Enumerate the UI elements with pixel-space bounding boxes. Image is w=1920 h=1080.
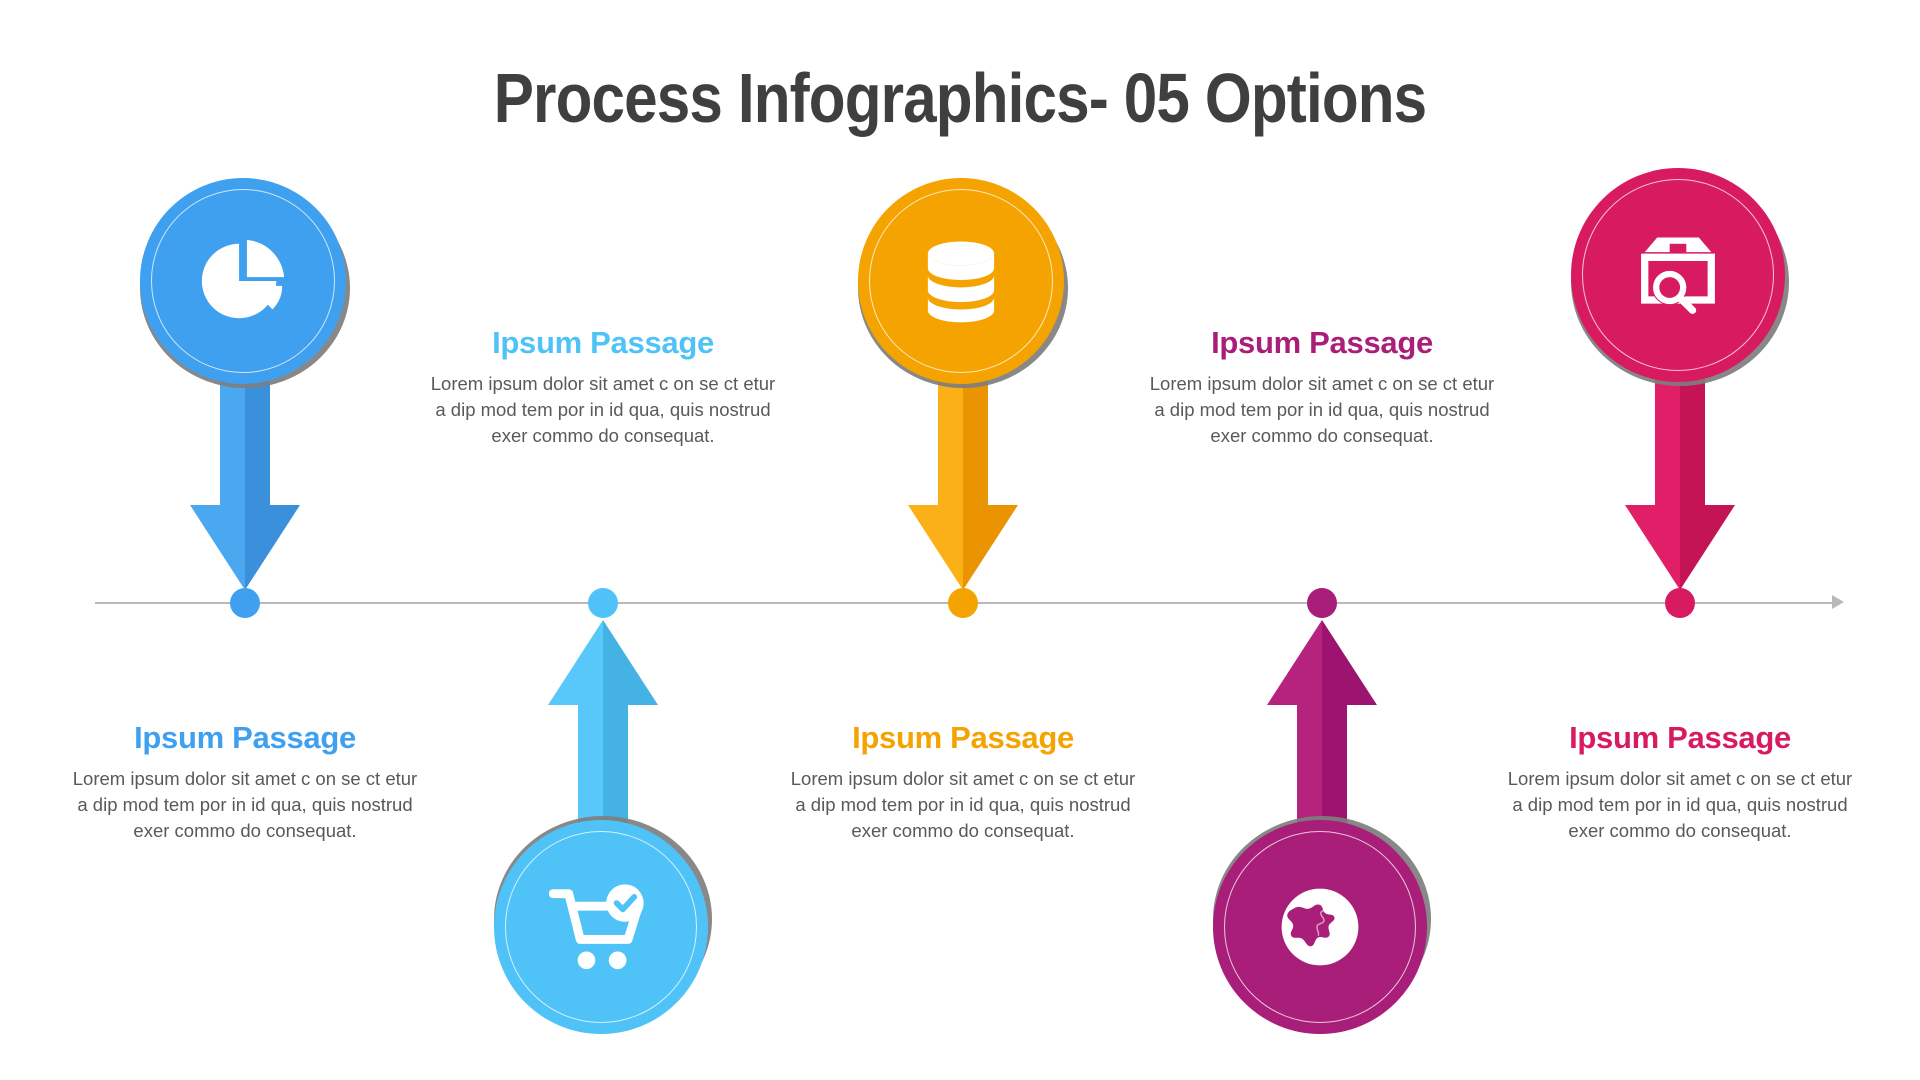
- step-2-badge[interactable]: [494, 816, 712, 1038]
- arrow-left-face: [1267, 620, 1322, 855]
- step-2-arrow-up: [542, 620, 664, 855]
- step-4-text-block: Ipsum Passage Lorem ipsum dolor sit amet…: [1147, 325, 1497, 449]
- badge-disc: [140, 178, 346, 384]
- badge-disc: [858, 178, 1064, 384]
- timeline-dot-3[interactable]: [948, 588, 978, 618]
- shopping-cart-check-icon: [549, 884, 644, 970]
- badge-disc: [494, 820, 708, 1034]
- page-title: Process Infographics- 05 Options: [493, 59, 1427, 137]
- timeline-dot-2[interactable]: [588, 588, 618, 618]
- step-4-heading: Ipsum Passage: [1211, 325, 1433, 360]
- step-5-badge[interactable]: [1571, 168, 1789, 390]
- step-3-badge[interactable]: [858, 178, 1068, 390]
- step-4-badge[interactable]: [1213, 816, 1431, 1038]
- timeline-dot-5[interactable]: [1665, 588, 1695, 618]
- step-1-body: Lorem ipsum dolor sit amet c on se ct et…: [72, 767, 418, 842]
- step-3-heading: Ipsum Passage: [852, 720, 1074, 755]
- step-2-text-block: Ipsum Passage Lorem ipsum dolor sit amet…: [428, 325, 778, 449]
- step-5-text-block: Ipsum Passage Lorem ipsum dolor sit amet…: [1505, 720, 1855, 844]
- step-3-body: Lorem ipsum dolor sit amet c on se ct et…: [790, 767, 1136, 842]
- step-5-body: Lorem ipsum dolor sit amet c on se ct et…: [1507, 767, 1853, 842]
- step-2-heading: Ipsum Passage: [492, 325, 714, 360]
- arrow-right-face: [1322, 620, 1377, 855]
- timeline-dot-1[interactable]: [230, 588, 260, 618]
- arrow-right-face: [603, 620, 658, 855]
- timeline-dot-4[interactable]: [1307, 588, 1337, 618]
- step-3-text-block: Ipsum Passage Lorem ipsum dolor sit amet…: [788, 720, 1138, 844]
- badge-disc: [1571, 168, 1785, 382]
- step-2-body: Lorem ipsum dolor sit amet c on se ct et…: [430, 372, 776, 447]
- pie-chart-icon: [201, 239, 285, 319]
- globe-icon: [1281, 888, 1359, 966]
- arrow-left-face: [548, 620, 603, 855]
- box-search-icon: [1641, 237, 1715, 314]
- database-icon: [927, 241, 995, 323]
- step-4-arrow-up: [1261, 620, 1383, 855]
- timeline-arrow-icon: [1832, 595, 1844, 609]
- step-1-text-block: Ipsum Passage Lorem ipsum dolor sit amet…: [70, 720, 420, 844]
- step-5-heading: Ipsum Passage: [1569, 720, 1791, 755]
- step-4-body: Lorem ipsum dolor sit amet c on se ct et…: [1149, 372, 1495, 447]
- step-1-heading: Ipsum Passage: [134, 720, 356, 755]
- badge-disc: [1213, 820, 1427, 1034]
- step-1-badge[interactable]: [140, 178, 350, 390]
